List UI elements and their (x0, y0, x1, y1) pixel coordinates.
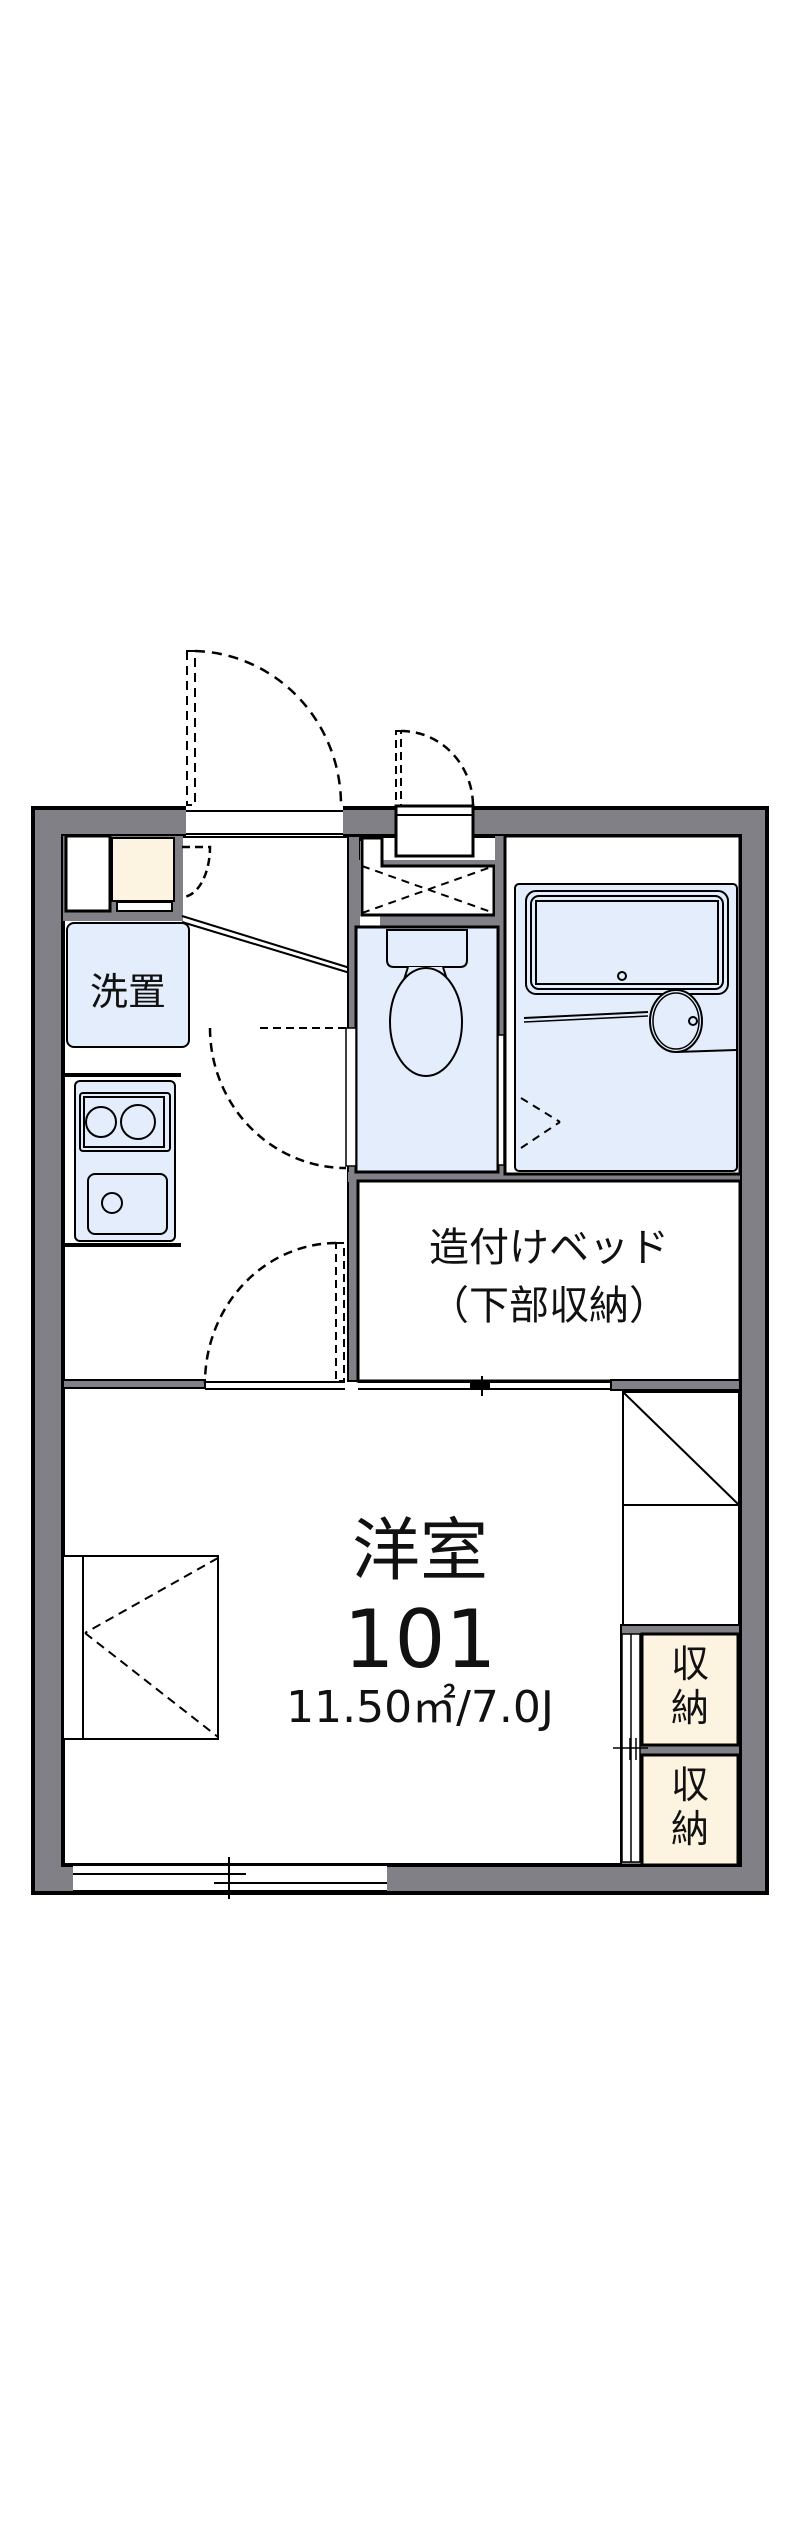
storage-2-label: 収 納 (642, 1766, 738, 1848)
burner-icon (120, 1104, 156, 1140)
storage-2-char2: 納 (670, 1807, 709, 1851)
washbasin-icon (649, 989, 703, 1053)
unit-bath (503, 834, 742, 1176)
built-in-bed (356, 1179, 742, 1383)
washer-space (66, 922, 190, 1048)
built-in-bed-label-line1: 造付けベッド (429, 1225, 669, 1271)
room-area-label: 11.50㎡/7.0J (286, 1682, 554, 1733)
storage-1 (640, 1632, 740, 1747)
built-in-bed-label-line2: （下部収納） (429, 1283, 669, 1329)
bed-sliding-door (358, 1376, 741, 1396)
closets (613, 1624, 741, 1867)
storage-2-char1: 収 (670, 1763, 709, 1807)
shoe-closet (63, 834, 351, 974)
entrance-door (186, 649, 343, 836)
room-door (62, 1241, 345, 1390)
room-type-label: 洋室 (351, 1512, 488, 1591)
stairs-cabinet (622, 1391, 740, 1626)
washer-label: 洗置 (89, 970, 166, 1014)
storage-1-char1: 収 (670, 1642, 709, 1686)
storage-1-char2: 納 (670, 1686, 709, 1730)
toilet-room (208, 925, 505, 1174)
burner-icon (85, 1106, 117, 1138)
meter-box-door (394, 729, 475, 858)
storage-1-label: 収 納 (642, 1645, 738, 1727)
bay-window (62, 1555, 219, 1740)
toilet-icon (386, 929, 468, 968)
kitchen-counter (63, 1073, 181, 1247)
storage-2 (640, 1753, 740, 1867)
sliding-window (73, 1857, 387, 1899)
unit-number-label: 101 (343, 1593, 497, 1686)
sink (87, 1173, 168, 1235)
